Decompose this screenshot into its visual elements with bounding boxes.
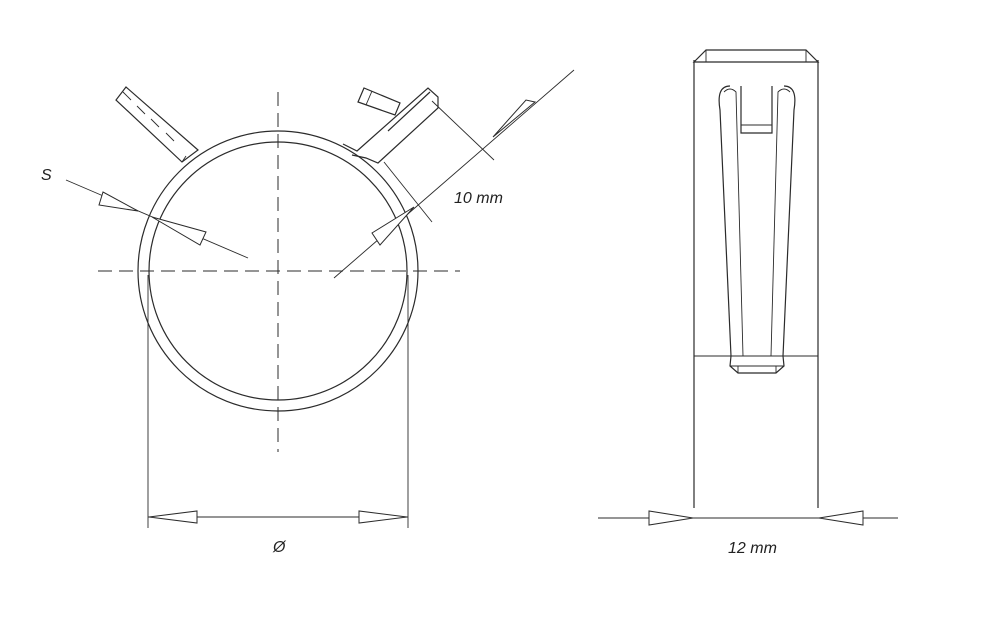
diameter-arrow-right — [358, 510, 408, 524]
thickness-dimension: S — [41, 167, 249, 259]
ear-dimension-line — [333, 69, 575, 279]
ring-inner-edge — [148, 141, 408, 401]
ear-width-dimension: 10 mm — [333, 69, 575, 279]
slot-tongue — [718, 85, 796, 374]
thickness-arrow-inner — [151, 216, 207, 246]
diameter-dimension: Ø — [147, 275, 409, 556]
thickness-arrow-outer — [98, 191, 139, 212]
band-width-arrow-left — [648, 510, 694, 526]
ear-width-label: 10 mm — [454, 190, 503, 207]
ear-extension-line-upper — [431, 100, 495, 161]
band-width-arrow-right — [818, 510, 864, 526]
right-ear — [342, 87, 439, 164]
thickness-label: S — [41, 167, 52, 184]
diameter-label: Ø — [272, 539, 287, 556]
front-view: S 10 mm Ø — [41, 69, 575, 556]
diameter-arrow-left — [148, 510, 198, 524]
band-width-dimension: 12 mm — [598, 510, 898, 557]
side-view: 12 mm — [598, 49, 898, 557]
ear-arrow-lower — [371, 206, 415, 246]
ear-arrow-upper — [492, 99, 537, 138]
band-top-cap — [692, 49, 820, 63]
ring-outer-edge — [137, 130, 419, 412]
band-width-label: 12 mm — [728, 540, 777, 557]
left-ear — [115, 86, 199, 163]
ear-extension-line-lower — [383, 161, 433, 223]
